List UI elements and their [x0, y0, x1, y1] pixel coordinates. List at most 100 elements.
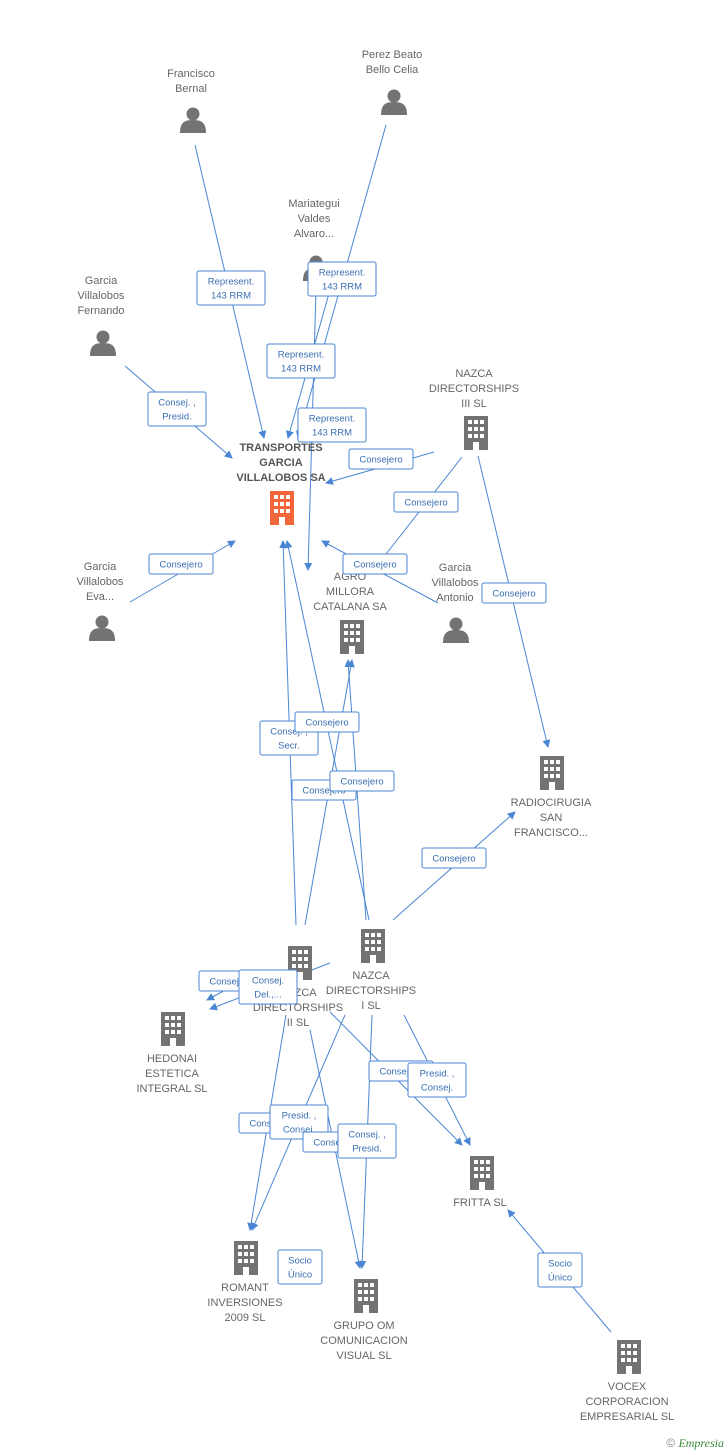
- edge-label-text: Consejero: [159, 560, 202, 571]
- edge-label-e-eva[interactable]: Consejero: [148, 553, 214, 575]
- person-icon: [443, 617, 469, 643]
- edge-label-box: [407, 1062, 467, 1098]
- node-label-text: VOCEX: [608, 1381, 647, 1393]
- edge-label-e-n1-fritta[interactable]: Presid. ,Consej.: [407, 1062, 467, 1098]
- node-label-text: DIRECTORSHIPS: [326, 985, 416, 997]
- copyright-symbol: ©: [666, 1436, 676, 1450]
- node-label-text: INTEGRAL SL: [136, 1083, 207, 1095]
- edge-label-text: Presid. ,: [282, 1111, 317, 1122]
- node-radiocirugia[interactable]: RADIOCIRUGIASANFRANCISCO...: [511, 756, 592, 839]
- edge-label-e-nazca3-radio[interactable]: Consejero: [481, 582, 547, 604]
- edge-label-text: Secr.: [278, 741, 300, 752]
- node-mariategui[interactable]: MariateguiValdesAlvaro...: [288, 198, 340, 281]
- node-label-text: Garcia: [85, 275, 118, 287]
- edge-label-e-n1-romant[interactable]: Presid. , Consej.: [269, 1104, 329, 1140]
- footer: © Empresia: [666, 1436, 724, 1451]
- edge-label-box: [196, 270, 266, 306]
- node-label-text: GRUPO OM: [333, 1320, 394, 1332]
- edge-label-text: Consejero: [379, 1067, 422, 1078]
- node-label-text: Villalobos: [77, 576, 124, 588]
- edge-label-e-n1-grupo[interactable]: Consej. , Presid.: [337, 1123, 397, 1159]
- edge-label-text: Consejero: [302, 786, 345, 797]
- edge-label-box: [238, 969, 298, 1005]
- node-label-text: Francisco: [167, 68, 215, 80]
- empresia-logo[interactable]: Empresia: [678, 1436, 724, 1450]
- edge-label-e-perez[interactable]: Represent.143 RRM: [307, 261, 377, 297]
- edge-label-e-mariategui-a[interactable]: Represent. 143 RRM: [266, 343, 336, 379]
- edge-label-e-mariategui-b[interactable]: Represent.143 RRM: [297, 407, 367, 443]
- node-label-text: III SL: [461, 398, 487, 410]
- edge-label-e-nazca3-transportes[interactable]: Consejero: [348, 448, 414, 470]
- edge-label-text: Presid. ,: [420, 1069, 455, 1080]
- node-label-text: Alvaro...: [294, 228, 334, 240]
- edge-label-box: [348, 448, 414, 470]
- edge-label-text: Represent.: [278, 350, 324, 361]
- edge-label-e-n1-transportes[interactable]: Consejero: [329, 770, 395, 792]
- node-label-text: CORPORACION: [585, 1396, 668, 1408]
- edge-label-text: Consej.: [283, 1125, 315, 1136]
- edge-label-text: Represent.: [319, 268, 365, 279]
- edge-label-box: [481, 582, 547, 604]
- edge-label-e-n1-agro[interactable]: Consejero: [294, 711, 360, 733]
- edge-label-text: Consejero: [340, 777, 383, 788]
- node-label-text: Bello Celia: [366, 64, 419, 76]
- edge-label-text: Represent.: [208, 277, 254, 288]
- edge-label-text: Consej.: [252, 976, 284, 987]
- edge-label-e-francisco[interactable]: Represent.143 RRM: [196, 270, 266, 306]
- edge-label-text: Único: [548, 1273, 572, 1284]
- person-icon: [180, 107, 206, 133]
- node-label-text: CATALANA SA: [313, 601, 387, 613]
- person-icon: [90, 330, 116, 356]
- node-label-text: Bernal: [175, 83, 207, 95]
- edge-label-text: Único: [288, 1270, 312, 1281]
- edge-label-text: Consejero: [359, 455, 402, 466]
- node-garcia-eva[interactable]: GarciaVillalobosEva...: [77, 561, 124, 641]
- edge-label-e-fernando[interactable]: Consej. ,Presid.: [147, 391, 207, 427]
- edge-label-e-n1-radio[interactable]: Consejero: [421, 847, 487, 869]
- edge-label-e-n1-hedonai[interactable]: Consej.Del.,...: [238, 969, 298, 1005]
- edge-label-text: 143 RRM: [281, 364, 321, 375]
- node-label-text: Valdes: [298, 213, 331, 225]
- edge-label-text: Consej. ,: [348, 1130, 386, 1141]
- node-fritta[interactable]: FRITTA SL: [453, 1156, 507, 1209]
- edge-label-e-nazca3-agro[interactable]: Consejero: [393, 491, 459, 513]
- building-icon: [464, 416, 488, 450]
- edge-label-text: Consejero: [313, 1138, 356, 1149]
- edge-label-e-antonio[interactable]: Consejero: [342, 553, 408, 575]
- building-icon: [361, 929, 385, 963]
- edge-label-text: Consejero: [305, 718, 348, 729]
- node-label-text: Garcia: [84, 561, 117, 573]
- node-label-text: Villalobos: [432, 577, 479, 589]
- edge-label-box: [266, 343, 336, 379]
- edge-label-box: [421, 847, 487, 869]
- edge-label-text: Consejero: [404, 498, 447, 509]
- edge-label-text: Consejero: [209, 977, 252, 988]
- edge-label-text: Represent.: [309, 414, 355, 425]
- edge-label-text: Presid.: [352, 1144, 382, 1155]
- node-label-text: NAZCA: [455, 368, 493, 380]
- node-label-text: COMUNICACION: [320, 1335, 407, 1347]
- edge-label-box: [337, 1123, 397, 1159]
- edge-label-box: [342, 553, 408, 575]
- node-label-text: ROMANT: [221, 1282, 269, 1294]
- node-label-text: HEDONAI: [147, 1053, 197, 1065]
- node-label-text: I SL: [361, 1000, 381, 1012]
- node-label-text: GARCIA: [259, 457, 302, 469]
